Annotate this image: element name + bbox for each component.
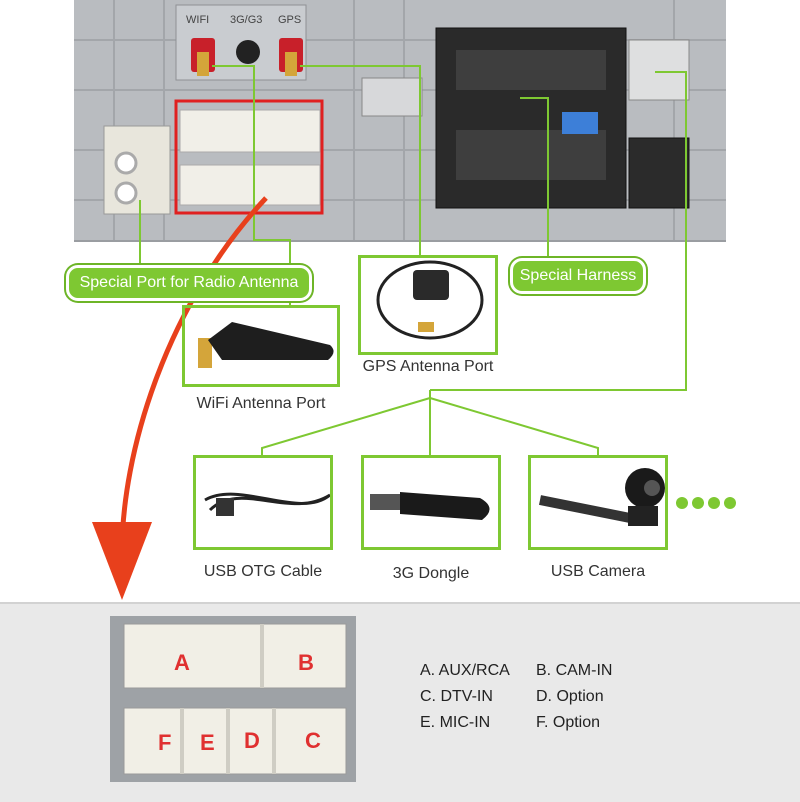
wifi-antenna-card — [182, 305, 340, 387]
more-dot-1 — [676, 497, 688, 509]
3g-dongle-card — [361, 455, 501, 550]
3g-port-hole — [236, 40, 260, 64]
wifi-port-label: WIFI — [186, 14, 210, 26]
legend-f: F. Option — [536, 714, 601, 731]
connector-photo — [110, 616, 356, 782]
usb-otg-card — [193, 455, 333, 550]
legend-d: D. Option — [536, 688, 604, 705]
connector-letter-c: C — [305, 728, 321, 753]
more-dot-2 — [692, 497, 704, 509]
usb-camera-label: USB Camera — [550, 563, 646, 580]
legend-c: C. DTV-IN — [420, 688, 493, 705]
gps-antenna-card — [358, 255, 498, 355]
wifi-sma-connector — [191, 38, 215, 76]
callout-special-harness: Special Harness — [510, 258, 646, 294]
connector-letter-e: E — [200, 730, 215, 755]
more-dot-3 — [708, 497, 720, 509]
legend-e: E. MIC-IN — [420, 714, 491, 731]
legend-a: A. AUX/RCA — [420, 662, 510, 679]
3g-dongle-label: 3G Dongle — [392, 565, 470, 582]
more-dot-4 — [724, 497, 736, 509]
connector-letter-b: B — [298, 650, 314, 675]
usb-otg-label: USB OTG Cable — [203, 563, 323, 580]
gps-antenna-label: GPS Antenna Port — [362, 358, 494, 375]
connector-photo-artwork — [123, 623, 347, 775]
usb-camera-illustration — [539, 468, 665, 526]
connector-highlight-box — [174, 99, 324, 215]
connector-letter-f: F — [158, 730, 172, 755]
usb-camera-card — [528, 455, 668, 550]
legend-b: B. CAM-IN — [536, 662, 613, 679]
callout-radio-antenna: Special Port for Radio Antenna — [66, 265, 312, 301]
gps-antenna-illustration — [376, 260, 484, 340]
connector-letter-d: D — [244, 728, 260, 753]
3g-port-label: 3G/G3 — [230, 14, 263, 26]
wifi-antenna-illustration — [198, 322, 334, 368]
wifi-antenna-label: WiFi Antenna Port — [196, 395, 326, 412]
3g-dongle-illustration — [370, 492, 490, 520]
red-arrow-head — [92, 522, 152, 600]
connector-letter-a: A — [174, 650, 190, 675]
red-arrow-curve — [119, 196, 268, 561]
gps-sma-connector — [279, 38, 303, 76]
gps-port-label: GPS — [278, 14, 302, 26]
